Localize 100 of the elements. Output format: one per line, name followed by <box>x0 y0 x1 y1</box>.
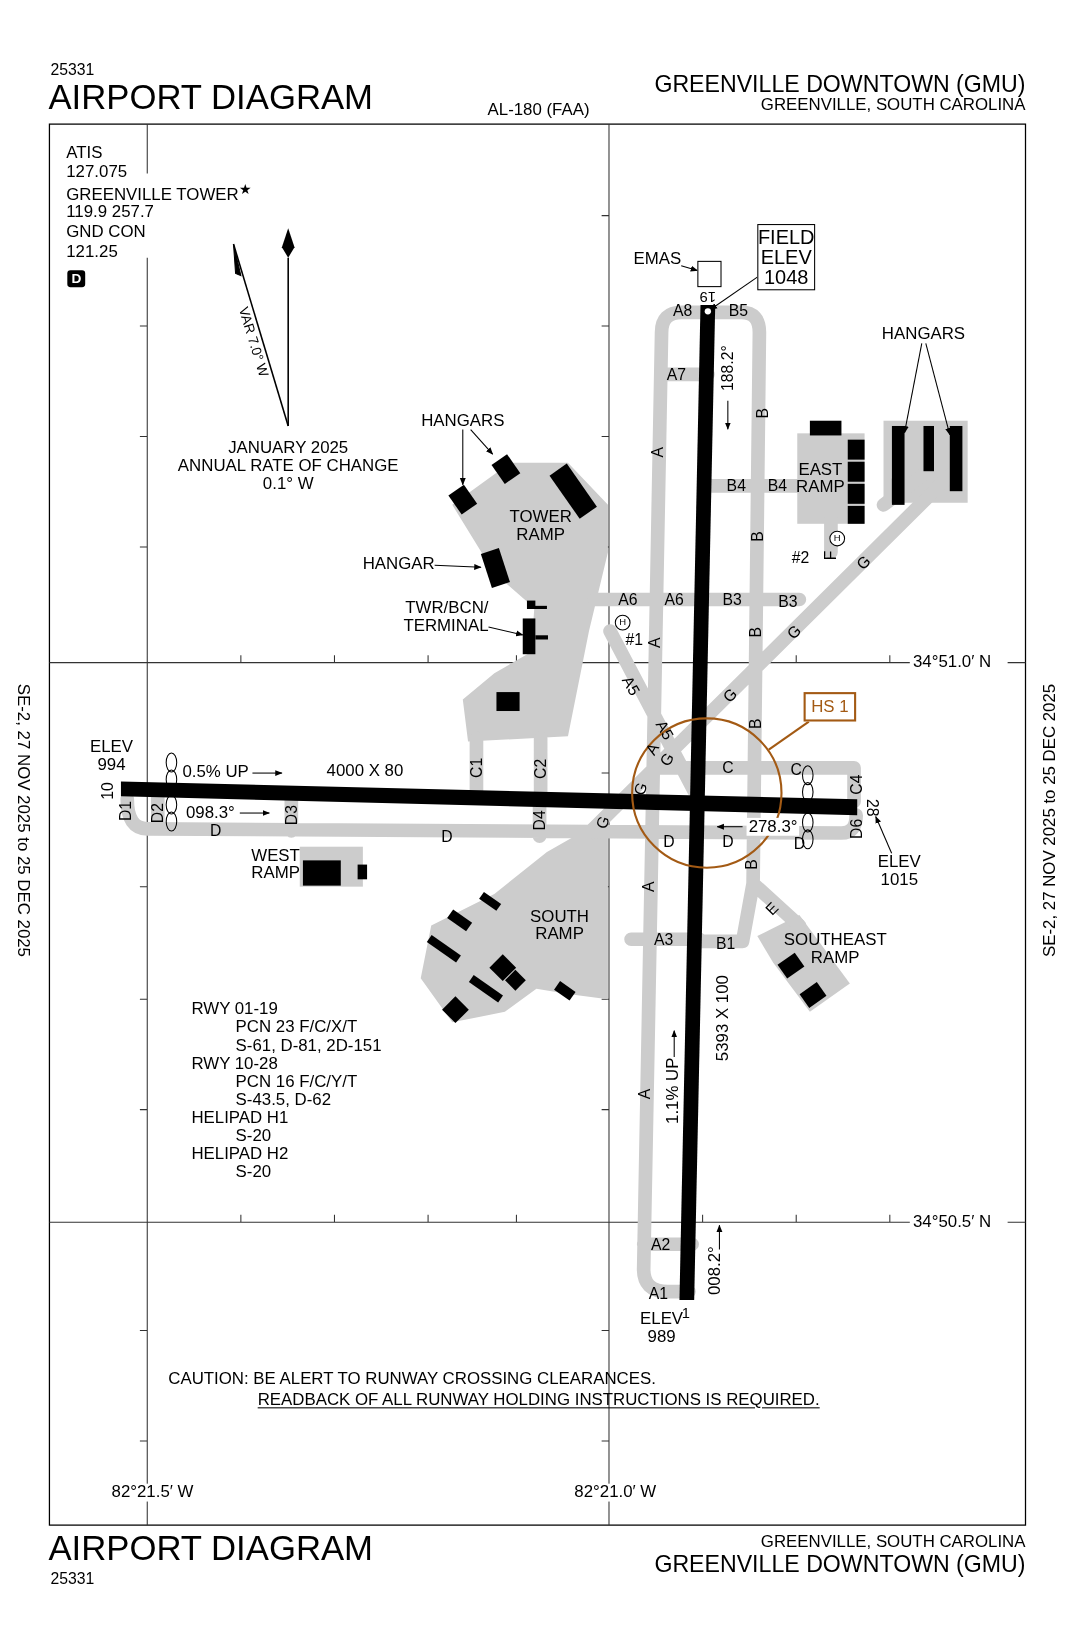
runway-data: RWY 10-28 <box>191 1054 278 1073</box>
runway-data: S-43.5, D-62 <box>235 1091 331 1110</box>
taxiway-label: A7 <box>666 366 686 383</box>
taxiway-label: A2 <box>650 1236 671 1253</box>
coordinate-label: 34°51.0′ N <box>912 653 992 672</box>
ramp-label: SOUTH RAMP <box>530 907 589 944</box>
chart-title: AIRPORT DIAGRAM <box>48 1530 374 1567</box>
helipad-number: #1 <box>625 631 643 648</box>
taxiway-label: C1 <box>468 757 485 778</box>
helipad-number: #2 <box>791 549 810 566</box>
elevation-label: ELEV 989 <box>640 1310 684 1347</box>
taxiway-label: B <box>743 859 761 870</box>
taxiway-label: A6 <box>618 591 638 608</box>
taxiway-label: G <box>853 552 874 573</box>
variation-label: VAR 7.0° W <box>236 305 271 379</box>
taxiway-label: A <box>640 881 658 892</box>
runway-dimensions: 4000 X 80 <box>326 762 404 780</box>
runway-end-dot <box>704 308 711 315</box>
airport-name: GREENVILLE DOWNTOWN (GMU) <box>654 71 1026 96</box>
taxiway-label: D <box>793 835 806 852</box>
atis-badge: D <box>67 270 86 287</box>
coordinate-label: 82°21.0′ W <box>572 1483 659 1502</box>
taxiway-label: G <box>630 780 651 798</box>
field-elevation-box: FIELD ELEV 1048 <box>757 224 816 291</box>
taxiway-label: A <box>636 1088 654 1100</box>
runway-data: RWY 01-19 <box>191 1000 278 1018</box>
taxiway-label: G <box>592 813 613 832</box>
taxiway-label: A <box>645 637 663 648</box>
leader-line <box>902 342 923 434</box>
taxiway-label: G <box>719 685 741 706</box>
taxiway-label: G <box>783 621 805 643</box>
runway-data: PCN 16 F/C/Y/T <box>235 1072 358 1091</box>
taxiway-label: B <box>754 408 771 419</box>
taxiway-label: D2 <box>149 802 167 824</box>
taxiway-label: A5 <box>619 673 644 699</box>
taxiway-label: D4 <box>531 810 548 831</box>
taxiway-label: A8 <box>672 302 693 319</box>
callout-text: EMAS <box>633 249 682 268</box>
taxiway-label: D <box>209 822 222 840</box>
taxiway-label: D1 <box>116 800 134 822</box>
callout-text: 28 <box>863 799 881 817</box>
gradient-label: 0.5% UP <box>182 763 249 781</box>
chart-identifier: AL-180 (FAA) <box>487 101 590 120</box>
ramp-label: SOUTHEAST RAMP <box>783 931 887 967</box>
taxiway-label: D <box>722 833 734 850</box>
hangar-building <box>949 426 963 492</box>
leader-line <box>680 265 699 272</box>
runway-dimensions: 5393 X 100 <box>714 975 733 1062</box>
emas-box <box>697 260 722 288</box>
leader-line <box>459 429 466 486</box>
variation-note: JANUARY 2025 ANNUAL RATE OF CHANGE 0.1° W <box>177 439 399 493</box>
taxiway-label: A <box>649 447 666 458</box>
coordinate-label: 34°50.5′ N <box>912 1213 992 1232</box>
taxiway-label: D3 <box>283 805 300 826</box>
runway-data: PCN 23 F/C/X/T <box>235 1018 358 1036</box>
taxiway-label: A3 <box>654 930 674 948</box>
runway-data: S-61, D-81, 2D-151 <box>235 1037 382 1055</box>
taxiway-label: B <box>746 718 764 729</box>
taxiway-label: B4 <box>726 477 746 495</box>
elevation-label: ELEV 994 <box>89 738 133 774</box>
leader-line <box>487 626 524 637</box>
runway-number: 19 <box>699 288 717 305</box>
callout-text: TWR/BCN/ TERMINAL <box>403 599 489 636</box>
hangar-building <box>522 618 536 655</box>
leader-line <box>768 720 810 751</box>
gradient-label: 1.1% UP <box>664 1057 682 1124</box>
hangar-building <box>891 426 905 505</box>
callout-text: HANGARS <box>421 411 505 430</box>
leader-line <box>925 342 951 436</box>
leader-line <box>434 564 482 570</box>
location-name: GREENVILLE, SOUTH CAROLINA <box>760 1533 1026 1552</box>
taxiway-label: B5 <box>728 302 748 319</box>
callout-text: ELEV 1015 <box>877 853 921 889</box>
taxiway-label: D <box>663 833 675 850</box>
taxiway-label: D <box>441 827 453 845</box>
frequency-label: 127.075 <box>66 163 128 181</box>
taxiway-label: C <box>790 761 802 779</box>
frequency-label: ATIS <box>66 144 103 162</box>
hot-spot-box: HS 1 <box>803 692 857 722</box>
chart-number: 25331 <box>50 1570 95 1587</box>
taxiway-label: D6 <box>847 818 865 839</box>
frequency-label: GND CON <box>66 223 146 241</box>
callout-text: HANGAR <box>362 554 435 573</box>
taxiway-label: B4 <box>767 477 787 495</box>
chart-number: 25331 <box>50 61 95 78</box>
runway-data: S-20 <box>235 1127 272 1146</box>
chart-title: AIRPORT DIAGRAM <box>48 79 374 117</box>
runway-heading: 008.2° <box>706 1246 725 1295</box>
frequency-label: 119.9 257.7 <box>66 203 154 221</box>
taxiway-label: B <box>746 626 764 638</box>
leader-line <box>875 815 893 854</box>
taxiway-label: A5 <box>652 717 677 743</box>
coordinate-label: 82°21.5′ W <box>109 1483 196 1502</box>
runway-data: HELIPAD H2 <box>191 1145 289 1164</box>
frequency-label: GREENVILLE TOWER$^{★}$ <box>66 181 252 205</box>
effective-dates: SE-2, 27 NOV 2025 to 25 DEC 2025 <box>1040 683 1059 957</box>
taxiway-label: B3 <box>722 591 742 608</box>
taxiway-label: B <box>749 531 766 542</box>
runway-heading: 098.3° <box>185 804 235 822</box>
ramp-label: WEST RAMP <box>251 846 300 883</box>
